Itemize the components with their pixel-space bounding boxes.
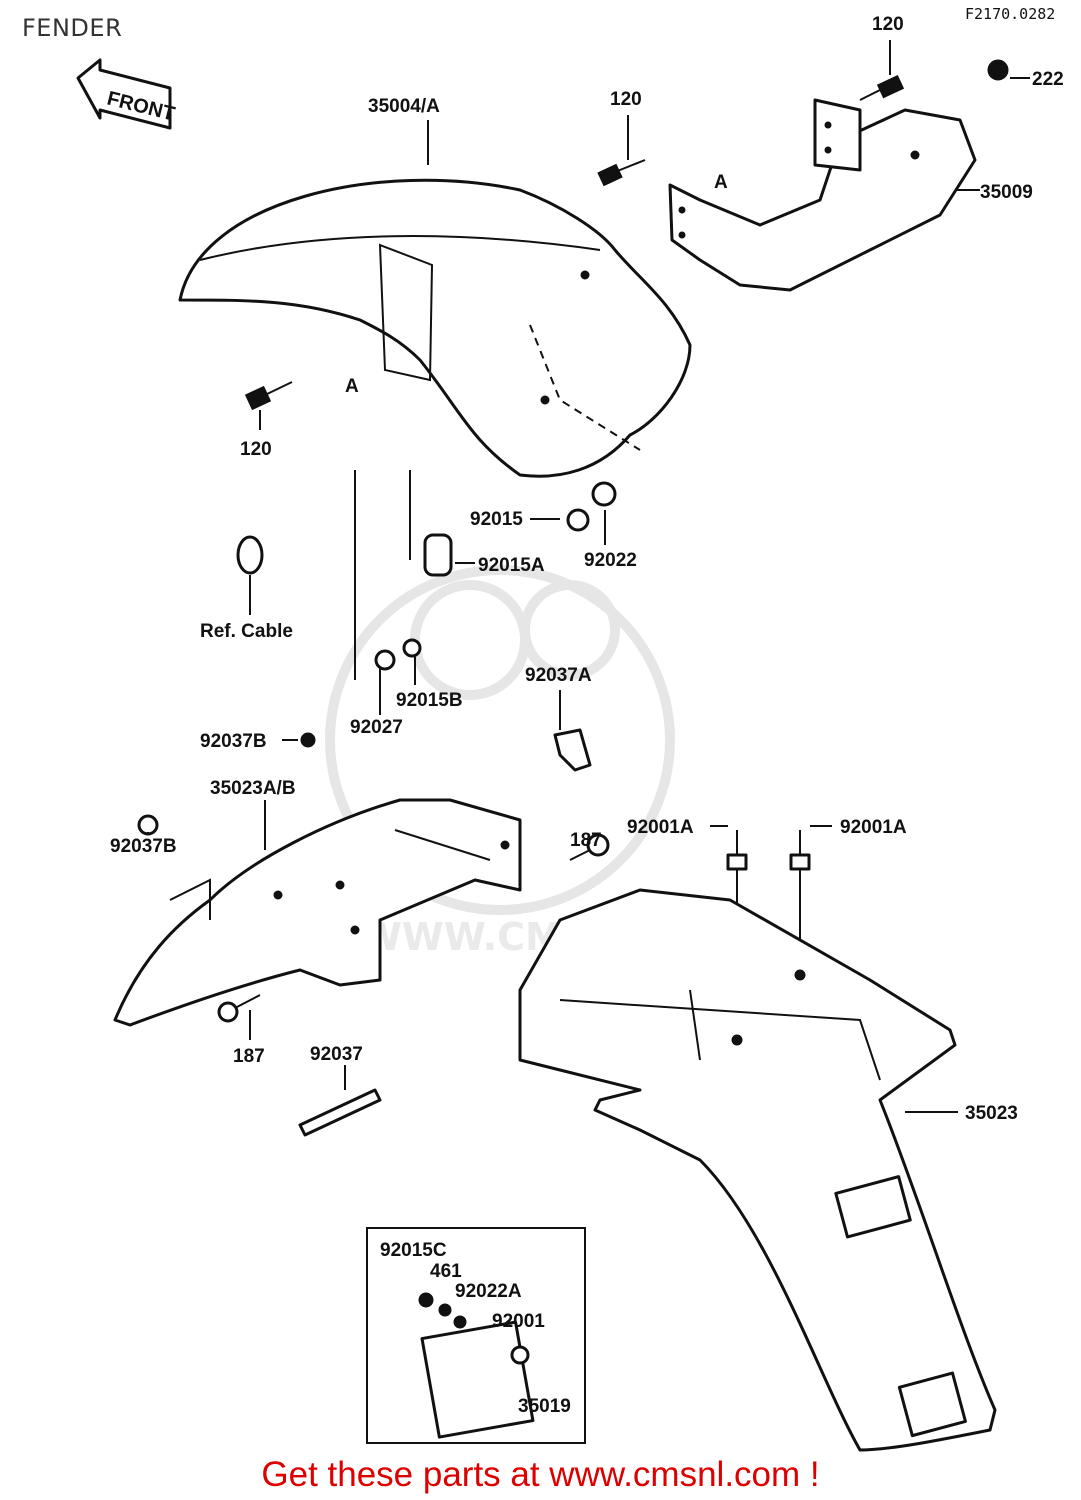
label-92022a: 92022A <box>455 1281 522 1302</box>
footer-link[interactable]: Get these parts at www.cmsnl.com ! <box>261 1455 820 1494</box>
label-92015b: 92015B <box>396 690 463 711</box>
label-35019: 35019 <box>518 1396 571 1417</box>
label-92015a: 92015A <box>478 555 545 576</box>
bolt-icon <box>244 381 293 411</box>
front-arrow-icon: FRONT <box>76 58 177 130</box>
bolt-icon <box>726 853 748 900</box>
label-461: 461 <box>430 1261 462 1282</box>
diagram-title: FENDER <box>22 14 123 42</box>
label-mark-a: A <box>714 172 728 193</box>
bolt-icon <box>217 994 261 1023</box>
label-bolt-120: 120 <box>240 439 272 460</box>
label-92001a: 92001A <box>627 817 694 838</box>
label-bracket-35009: 35009 <box>980 182 1033 203</box>
label-92022: 92022 <box>584 550 637 571</box>
label-ref-cable: Ref. Cable <box>200 621 293 642</box>
label-bolt-120: 120 <box>872 14 904 35</box>
bolt-icon <box>569 833 610 861</box>
label-bolt-187: 187 <box>233 1046 265 1067</box>
pin-icon <box>298 1088 382 1137</box>
screw-icon <box>987 59 1009 81</box>
label-front-fender: 35004/A <box>368 96 440 117</box>
label-mark-a: A <box>345 376 359 397</box>
bolt-icon <box>789 853 811 900</box>
label-92027: 92027 <box>350 717 403 738</box>
collar-icon <box>236 481 617 671</box>
bracket-35009 <box>668 98 977 292</box>
label-92037a: 92037A <box>525 665 592 686</box>
label-92001a: 92001A <box>840 817 907 838</box>
label-rear-fender: 35023 <box>965 1103 1018 1124</box>
clip-92037a-icon <box>553 728 592 772</box>
rear-fender <box>518 888 997 1452</box>
label-92015c: 92015C <box>380 1240 447 1261</box>
label-92037b: 92037B <box>200 731 267 752</box>
clip-icon <box>137 814 159 836</box>
inset-box <box>366 1227 586 1444</box>
label-screw-222: 222 <box>1032 69 1064 90</box>
label-bolt-120: 120 <box>610 89 642 110</box>
diagram-code: F2170.0282 <box>965 5 1056 23</box>
inner-fender <box>113 798 522 1027</box>
label-92037: 92037 <box>310 1044 363 1065</box>
front-fender <box>178 178 692 478</box>
label-inner-fender: 35023A/B <box>210 778 296 799</box>
label-92001: 92001 <box>492 1311 545 1332</box>
bolt-icon <box>597 159 646 187</box>
bolt-icon <box>859 75 905 101</box>
label-bolt-187: 187 <box>570 830 602 851</box>
clip-icon <box>300 732 316 748</box>
label-92015: 92015 <box>470 509 523 530</box>
label-92037b: 92037B <box>110 836 177 857</box>
